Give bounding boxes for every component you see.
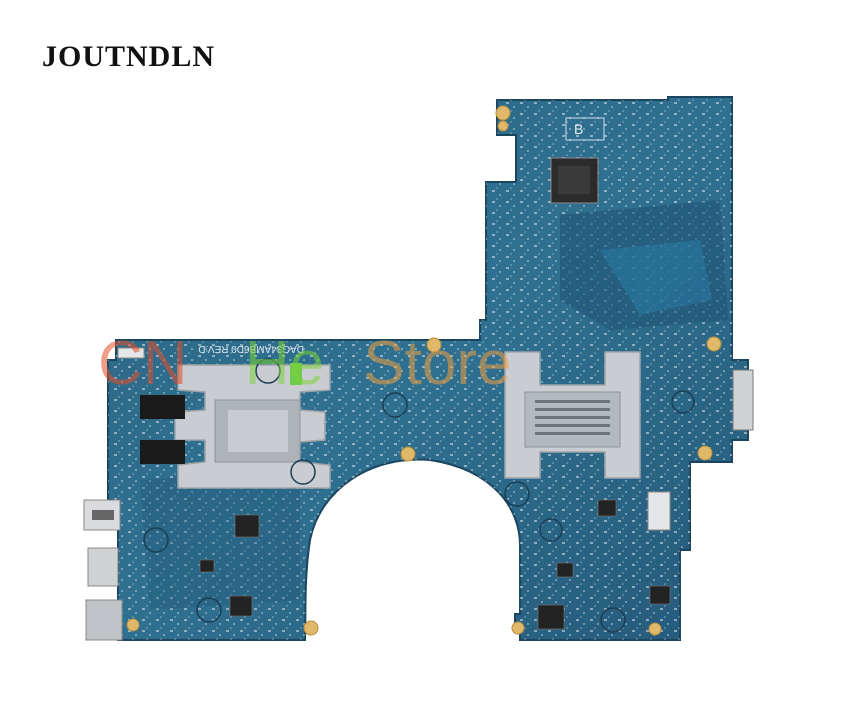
vram-chip-1	[140, 395, 185, 419]
watermark-part-3: Store	[363, 329, 511, 398]
brand-logo-text: JOUTNDLN	[42, 40, 216, 73]
hdmi-port	[87, 547, 119, 587]
sata-connector	[732, 369, 754, 431]
board-silkscreen: DAG34AMB6D0 REV:D	[198, 343, 304, 354]
store-watermark: CN He Store	[98, 329, 512, 398]
vram-chip-2	[140, 440, 185, 464]
flex-connector	[647, 491, 671, 531]
watermark-part-1: CN	[98, 329, 188, 398]
audio-port	[85, 599, 123, 641]
board-marker: B	[574, 121, 583, 137]
watermark-part-2: He	[245, 329, 324, 398]
